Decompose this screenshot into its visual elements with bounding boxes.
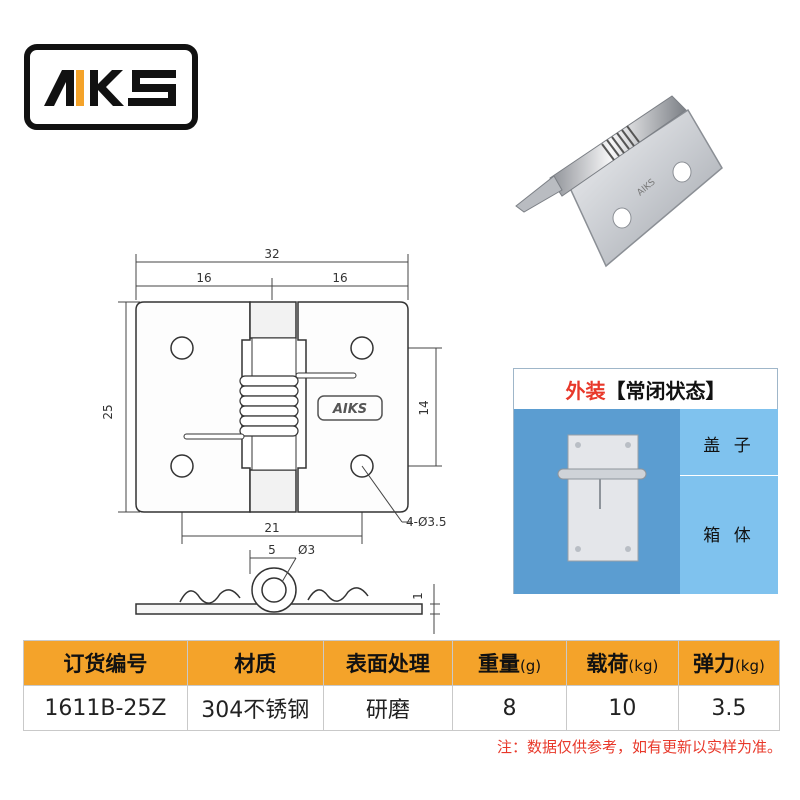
cell-weight: 8 [452, 685, 567, 731]
technical-drawing: AIKS 32 16 16 25 14 21 4-Ø3.5 5 Ø3 1 [100, 240, 460, 640]
dim-knuckle-offset: 5 [268, 543, 276, 557]
dim-height: 25 [101, 404, 115, 419]
hinge-3d-render: AIKS [510, 78, 736, 278]
install-title-prefix: 外装 [565, 378, 606, 403]
install-title-main: 【常闭状态】 [605, 378, 726, 403]
dim-half-right: 16 [332, 271, 347, 285]
install-title: 外装 【常闭状态】 [514, 369, 777, 409]
box-label: 箱 体 [703, 526, 755, 546]
cover-label: 盖 子 [703, 436, 755, 456]
dim-thickness: 1 [411, 592, 425, 600]
spec-header-row: 订货编号 材质 表面处理 重量(g) 载荷(kg) 弹力(kg) [23, 640, 781, 686]
header-surface: 表面处理 [322, 640, 454, 686]
header-spring-force: 弹力(kg) [677, 640, 781, 686]
plate-mark: AIKS [332, 402, 367, 417]
install-zones: 盖 子 箱 体 [680, 409, 778, 594]
dim-pin-diameter: Ø3 [298, 543, 315, 557]
dim-hole-vertical: 14 [417, 400, 431, 415]
dim-half-left: 16 [196, 271, 211, 285]
dim-total-width: 32 [264, 247, 279, 261]
cell-load: 10 [565, 685, 679, 731]
disclaimer-note: 注：数据仅供参考，如有更新以实样为准。 [496, 738, 782, 756]
cell-spring-force: 3.5 [677, 685, 781, 731]
install-panel: 外装 【常闭状态】 盖 子 箱 体 [513, 368, 778, 594]
cell-surface: 研磨 [322, 685, 454, 731]
header-load: 载荷(kg) [565, 640, 679, 686]
header-material: 材质 [186, 640, 324, 686]
spec-table: 订货编号 材质 表面处理 重量(g) 载荷(kg) 弹力(kg) 1611B-2… [23, 640, 781, 731]
table-row: 1611B-25Z 304不锈钢 研磨 8 10 3.5 [23, 685, 781, 731]
header-order-no: 订货编号 [23, 640, 188, 686]
brand-logo [24, 44, 198, 130]
header-weight: 重量(g) [452, 640, 567, 686]
cell-material: 304不锈钢 [186, 685, 324, 731]
dim-holes: 4-Ø3.5 [406, 515, 447, 529]
dim-hole-horizontal: 21 [264, 521, 279, 535]
install-photo [514, 409, 680, 594]
cell-order-no: 1611B-25Z [23, 685, 188, 731]
